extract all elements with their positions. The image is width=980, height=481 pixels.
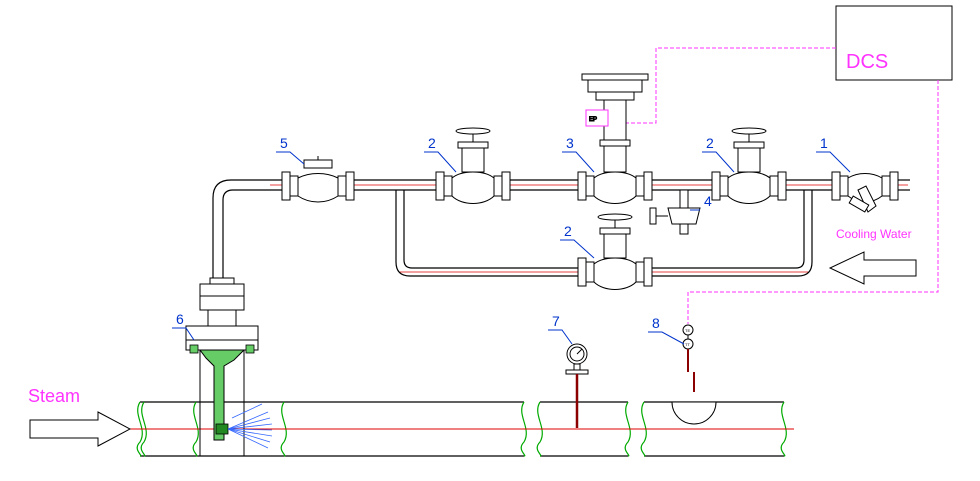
steam-label: Steam — [28, 386, 80, 406]
callout-3: 3 — [566, 135, 574, 151]
strainer-1 — [831, 171, 899, 213]
cooling-water-label: Cooling Water — [836, 227, 912, 241]
temperature-element-8: TE TT — [671, 324, 717, 425]
gate-valve-2b — [711, 127, 787, 204]
callout-7: 7 — [552, 313, 560, 329]
dcs-box: DCS — [835, 5, 953, 81]
pipe-breaks — [136, 401, 787, 457]
positioner-tag: EP — [589, 117, 597, 123]
callout-2b: 2 — [706, 135, 714, 151]
tt-tag: TT — [685, 342, 690, 347]
callout-1: 1 — [820, 135, 828, 151]
callout-4: 4 — [704, 193, 712, 209]
steam-pipe — [140, 401, 784, 457]
drain-valve-4 — [649, 189, 701, 235]
te-tag: TE — [685, 328, 690, 333]
callout-2a: 2 — [428, 135, 436, 151]
callout-6: 6 — [176, 311, 184, 327]
control-valve-3: EP — [577, 73, 653, 204]
signal-lines — [620, 47, 939, 324]
gate-valve-2c — [577, 213, 653, 290]
header-pipe — [350, 179, 910, 191]
callout-2c: 2 — [564, 223, 572, 239]
bypass-pipe — [395, 190, 813, 277]
desuperheater-nozzle — [185, 277, 273, 457]
cooling-water-arrow: Cooling Water — [828, 227, 917, 285]
callout-8: 8 — [652, 315, 660, 331]
callout-5: 5 — [280, 135, 288, 151]
dcs-label: DCS — [846, 51, 888, 73]
steam-flow-arrow: Steam — [28, 386, 132, 447]
callout-labels: 1 2 2 2 3 4 5 6 7 8 — [176, 135, 828, 331]
gate-valve-2a — [435, 127, 511, 204]
pressure-gauge-7 — [565, 343, 589, 428]
callouts — [172, 151, 851, 345]
riser-pipe — [212, 179, 286, 278]
check-valve-5 — [281, 156, 355, 203]
